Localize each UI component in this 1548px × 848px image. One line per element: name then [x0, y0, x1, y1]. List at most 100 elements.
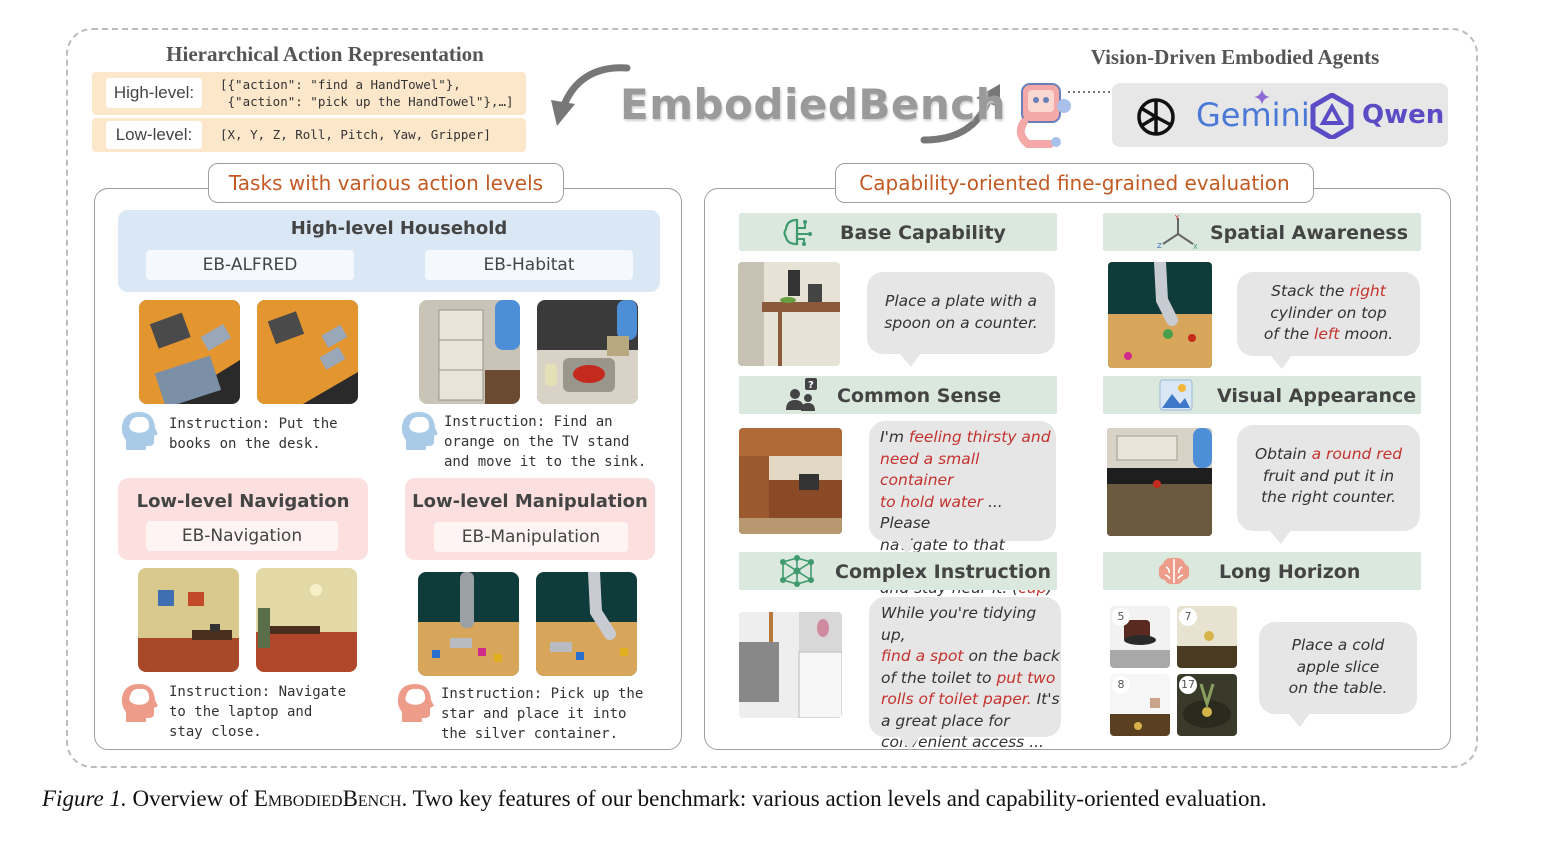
bubble-text: moon.: [1339, 325, 1394, 343]
bubble-line: rolls of toilet paper. It's: [881, 689, 1061, 711]
bubble-highlight: a round red: [1311, 445, 1403, 463]
high-level-label: High-level:: [106, 78, 202, 108]
eb-habitat-tag: EB-Habitat: [425, 250, 633, 280]
visual-appearance-image: [1107, 428, 1212, 536]
bubble-line: Obtain a round red: [1237, 444, 1420, 466]
bubble-text: It's: [1031, 690, 1060, 708]
alfred-image-2: [257, 300, 358, 404]
manipulation-instruction: Instruction: Pick up the star and place …: [441, 686, 644, 742]
caption-benchmark-name: EmbodiedBench: [253, 786, 402, 811]
alfred-instruction: Instruction: Put the books on the desk.: [169, 416, 338, 452]
head-brain-blue-icon: [401, 412, 438, 450]
step-badge: 17: [1179, 676, 1197, 694]
bubble-tail: [899, 353, 921, 367]
figure-label: Figure 1.: [42, 786, 127, 811]
step-badge: 7: [1179, 608, 1197, 626]
bubble-line: of the left moon.: [1237, 324, 1420, 346]
agents-title: Vision-Driven Embodied Agents: [1090, 45, 1380, 69]
long-horizon-step-image: 7: [1177, 606, 1237, 668]
common-sense-image: [739, 428, 842, 534]
bubble-line: fruit and put it in: [1262, 466, 1395, 485]
bubble-line: the right counter.: [1261, 488, 1396, 506]
visual-appearance-bubble: Obtain a round red fruit and put it in t…: [1237, 425, 1420, 531]
gemini-logo: Gemini: [1196, 96, 1310, 134]
common-sense-bubble: I'm feeling thirsty and need a small con…: [869, 421, 1056, 597]
bubble-line: Stack the right: [1237, 281, 1420, 303]
high-level-code: [{"action": "find a HandTowel"}, {"actio…: [220, 77, 514, 109]
robot-icon: [1016, 83, 1110, 148]
long-horizon-bar: Long Horizon: [1103, 552, 1421, 590]
svg-text:Z: Z: [1157, 242, 1162, 250]
low-level-code: [X, Y, Z, Roll, Pitch, Yaw, Gripper]: [220, 127, 491, 142]
qwen-logo: Qwen: [1362, 100, 1445, 130]
bubble-highlight: find a spot: [881, 647, 964, 665]
svg-text:X: X: [1193, 243, 1198, 250]
head-brain-blue-icon: [121, 412, 158, 450]
navigation-instruction: Instruction: Navigate to the laptop and …: [169, 684, 347, 740]
common-sense-bar: ? Common Sense: [739, 376, 1057, 414]
circuit-brain-icon: [783, 218, 812, 246]
tasks-panel-title: Tasks with various action levels: [208, 163, 564, 203]
embodiedbench-logo: EmbodiedBench: [620, 80, 1007, 129]
bubble-line: Place a plate with a: [884, 292, 1038, 310]
habitat-instruction: Instruction: Find an orange on the TV st…: [444, 414, 647, 470]
base-capability-image: [738, 262, 840, 366]
long-horizon-bubble: Place a cold apple slice on the table.: [1259, 622, 1417, 714]
low-level-label: Low-level:: [106, 121, 202, 149]
common-sense-label: Common Sense: [837, 385, 1002, 407]
bubble-text: of the toilet to: [881, 668, 997, 687]
hierarchical-title: Hierarchical Action Representation: [166, 42, 484, 66]
bubble-line: Place a cold: [1291, 636, 1385, 654]
svg-text:?: ?: [808, 380, 814, 391]
figure-caption: Figure 1. Overview of EmbodiedBench. Two…: [42, 786, 1522, 812]
navigation-title: Low-level Navigation: [136, 491, 350, 512]
visual-appearance-bar: Visual Appearance: [1103, 376, 1421, 414]
eb-alfred-tag: EB-ALFRED: [146, 250, 354, 280]
picture-icon: [1159, 379, 1193, 411]
bubble-highlight: left: [1314, 325, 1340, 343]
brain-icon: [1158, 557, 1190, 585]
bubble-highlight: to hold water: [880, 492, 984, 511]
habitat-image-2: [537, 300, 638, 404]
spatial-awareness-image: [1108, 262, 1212, 368]
bubble-text: ... Please: [880, 492, 1003, 533]
long-horizon-step-image: 17: [1177, 674, 1237, 736]
base-capability-bar: Base Capability: [739, 213, 1057, 251]
bubble-tail: [895, 540, 917, 554]
manipulation-title: Low-level Manipulation: [412, 491, 648, 512]
people-question-icon: ?: [786, 378, 817, 411]
step-badge: 5: [1112, 608, 1130, 626]
bubble-text: Stack the: [1271, 282, 1350, 300]
eb-navigation-tag: EB-Navigation: [146, 521, 338, 551]
long-horizon-label: Long Horizon: [1219, 561, 1361, 583]
bubble-line: I'm feeling thirsty and: [880, 427, 1056, 449]
household-title: High-level Household: [290, 218, 508, 239]
svg-text:Y: Y: [1174, 214, 1180, 222]
low-level-row: Low-level: [X, Y, Z, Roll, Pitch, Yaw, G…: [92, 118, 526, 152]
high-level-row: High-level: [{"action": "find a HandTowe…: [92, 72, 526, 115]
spatial-awareness-label: Spatial Awareness: [1210, 222, 1409, 244]
complex-instruction-label: Complex Instruction: [835, 561, 1051, 583]
head-brain-red-icon: [397, 684, 434, 722]
overview-frame: [66, 28, 1478, 768]
manipulation-image-1: [418, 572, 519, 676]
complex-instruction-bar: Complex Instruction: [739, 552, 1057, 590]
long-horizon-step-image: 8: [1110, 674, 1170, 736]
gemini-sparkle-icon: [1254, 89, 1270, 105]
model-logos-box: Gemini Qwen: [1112, 83, 1448, 147]
openai-logo-icon: [1137, 98, 1175, 136]
caption-text: Overview of: [126, 786, 254, 811]
manipulation-image-2: [536, 572, 637, 676]
step-badge: 8: [1112, 676, 1130, 694]
bubble-line: While you're tidying up,: [881, 604, 1037, 644]
bubble-tail: [1270, 355, 1292, 369]
evaluation-panel-title: Capability-oriented fine-grained evaluat…: [835, 163, 1314, 203]
complex-instruction-bubble: While you're tidying up, find a spot on …: [869, 597, 1061, 751]
eb-manipulation-tag: EB-Manipulation: [434, 522, 628, 552]
base-capability-label: Base Capability: [840, 222, 1006, 244]
complex-instruction-image: [739, 612, 842, 718]
habitat-image-1: [419, 300, 520, 404]
bubble-line: on the table.: [1288, 679, 1388, 697]
bubble-highlight: feeling thirsty and: [908, 428, 1051, 446]
bubble-line: need a small container: [880, 449, 980, 490]
